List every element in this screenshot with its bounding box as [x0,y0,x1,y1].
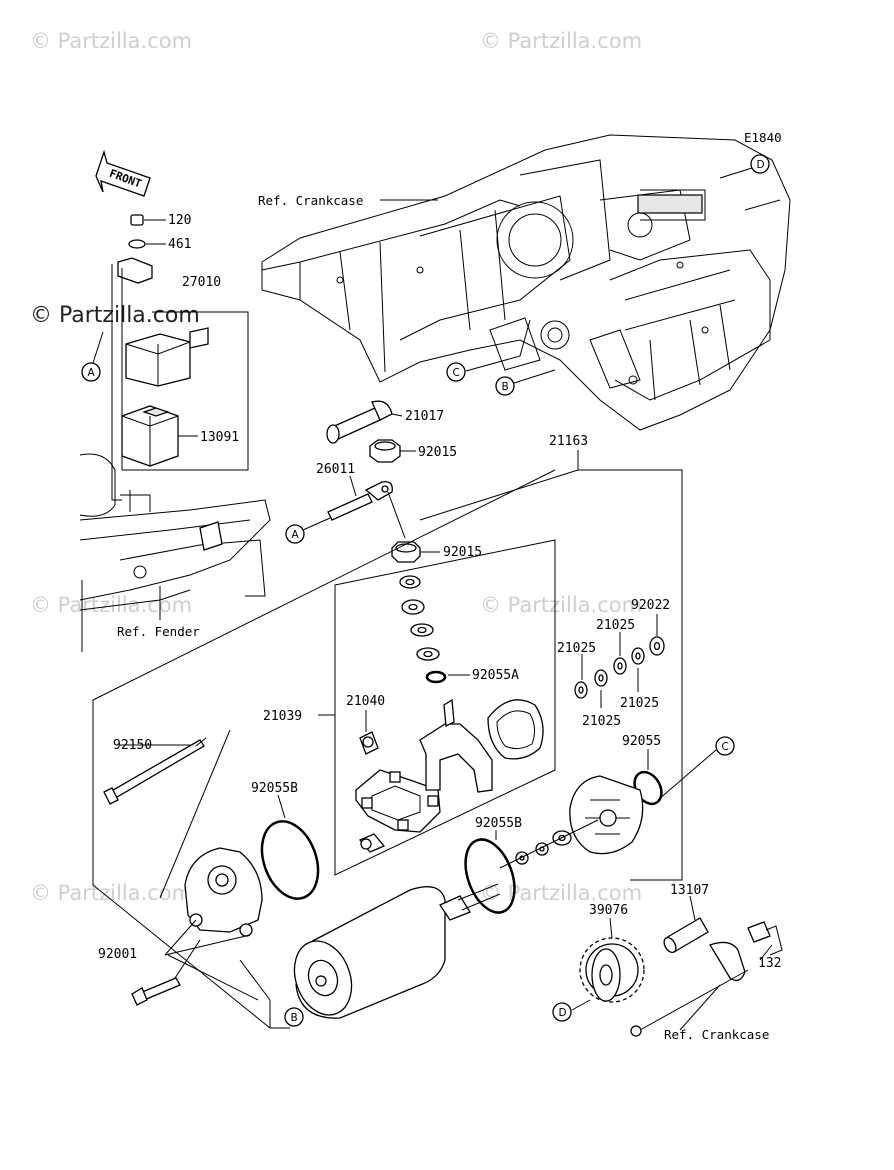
starter-front-cover [184,847,263,937]
callout-b-lower: B [284,1007,304,1027]
brush-holder-parts [355,698,544,853]
part-label-92055A: 92055A [472,668,519,683]
washer-stack [387,491,470,684]
svg-text:B: B [502,381,509,393]
watermark: © Partzilla.com [30,29,192,53]
diagram-code: E1840 [744,130,782,145]
part-92150-bolt [103,729,231,899]
part-26011-cable [327,475,393,521]
part-label-92055: 92055 [622,734,661,749]
part-label-21039: 21039 [263,709,302,724]
svg-text:D: D [757,159,765,171]
watermark: © Partzilla.com [480,593,642,617]
part-label-21025-d: 21025 [582,714,621,729]
part-label-21040: 21040 [346,694,385,709]
crankcase-drawing [261,134,791,431]
svg-text:D: D [559,1007,567,1019]
part-label-27010: 27010 [182,275,221,290]
part-label-92055B-left: 92055B [251,781,298,796]
part-label-92022: 92022 [631,598,670,613]
part-label-21017: 21017 [405,409,444,424]
watermark: © Partzilla.com [30,593,192,617]
part-label-92015-lower: 92015 [443,545,482,560]
oring-92055B-left [260,820,320,900]
ref-crankcase-bottom: Ref. Crankcase [664,1027,769,1042]
part-label-21025-c: 21025 [620,696,659,711]
part-132-bolt-bracket [630,921,783,1037]
callout-a-lower: A [285,517,331,544]
part-label-132: 132 [758,956,781,971]
part-label-92055B-right: 92055B [475,816,522,831]
part-label-120: 120 [168,213,191,228]
shims [499,819,599,869]
callout-c-upper: C [446,319,531,382]
small-washers [574,614,665,708]
part-92001-bolt [131,919,271,1006]
svg-text:A: A [88,367,96,379]
relay-assembly [111,214,249,501]
part-label-461: 461 [168,237,191,252]
watermark: © Partzilla.com [30,881,192,905]
watermark: © Partzilla.com [480,29,642,53]
watermarks: © Partzilla.com © Partzilla.com © Partzi… [30,29,642,905]
part-21017-boot [326,400,403,444]
callout-a-upper: A [81,331,104,382]
fender-drawing [79,453,271,652]
ref-crankcase-top: Ref. Crankcase [258,193,363,208]
part-label-13107: 13107 [670,883,709,898]
svg-text:A: A [292,529,300,541]
part-92015-nut-upper [369,439,416,463]
part-label-13091: 13091 [200,430,239,445]
callout-d-upper: D [719,154,770,179]
ref-fender: Ref. Fender [117,624,200,639]
part-label-21025-a: 21025 [596,618,635,633]
callout-b-upper: B [495,369,556,396]
part-label-92001: 92001 [98,947,137,962]
svg-text:C: C [722,741,729,753]
oring-92055B-right [464,838,516,914]
front-arrow-icon: FRONT [95,149,151,197]
part-39076-gear: D [552,917,645,1022]
part-label-21025-b: 21025 [557,641,596,656]
svg-text:C: C [453,367,460,379]
watermark: © Partzilla.com [30,303,200,328]
starter-motor [293,883,501,1019]
part-label-39076: 39076 [589,903,628,918]
starter-rear-cover [569,775,644,855]
part-label-21163: 21163 [549,434,588,449]
part-label-92015-upper: 92015 [418,445,457,460]
watermark: © Partzilla.com [480,881,642,905]
part-13107-shaft [663,895,709,954]
part-label-26011: 26011 [316,462,355,477]
part-label-92150: 92150 [113,738,152,753]
svg-text:B: B [291,1012,298,1024]
